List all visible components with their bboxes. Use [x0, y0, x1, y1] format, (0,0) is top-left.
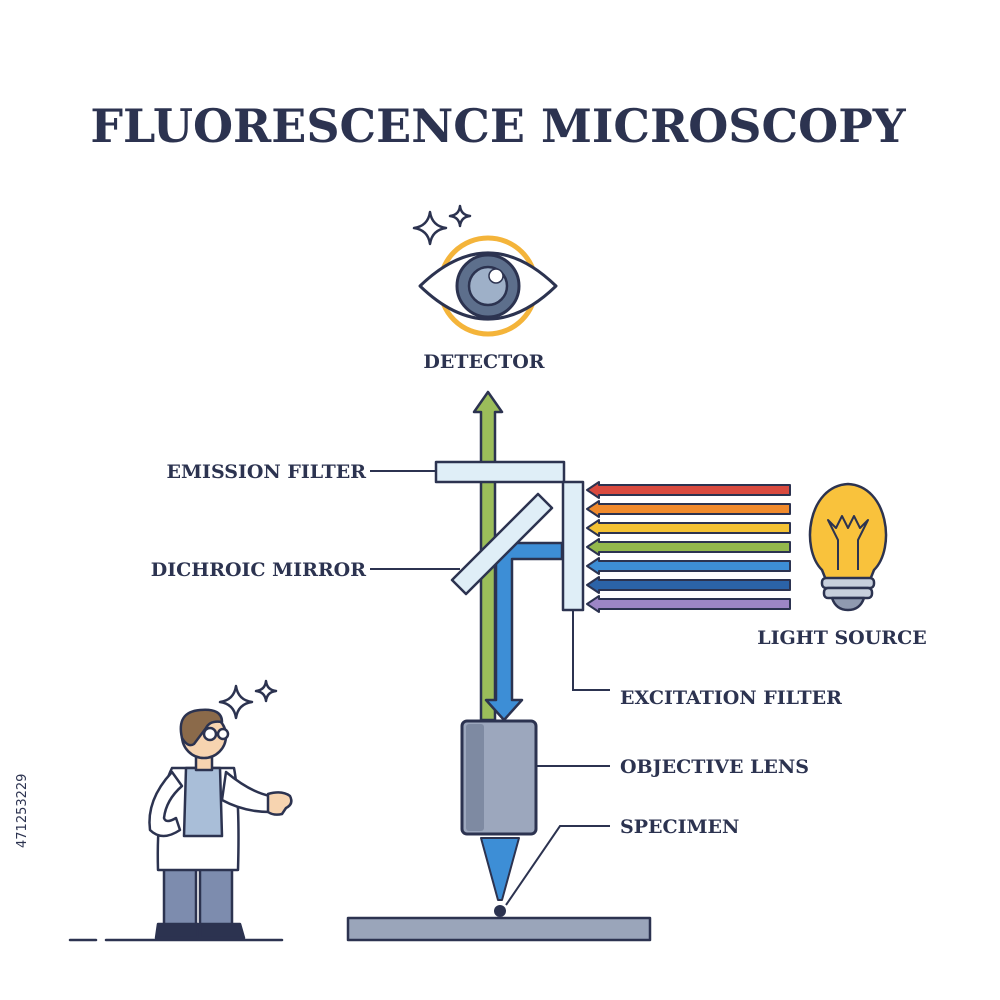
light-ray-0	[586, 481, 791, 499]
dichroic-mirror-label: DICHROIC MIRROR	[151, 559, 366, 581]
sparkle-icon	[218, 679, 278, 720]
sparkle-icon	[412, 204, 472, 246]
diagram-title: FLUORESCENCE MICROSCOPY	[90, 99, 906, 153]
light-spectrum-rays	[586, 481, 791, 613]
microscope-stage	[346, 916, 652, 942]
detector-label: DETECTOR	[423, 351, 544, 373]
objective-lens	[460, 719, 538, 901]
light-ray-4	[586, 557, 791, 575]
light-source-label: LIGHT SOURCE	[757, 627, 926, 649]
eye-icon	[418, 235, 558, 337]
light-ray-2	[586, 519, 791, 537]
scientist-figure	[148, 708, 293, 940]
light-ray-6	[586, 595, 791, 613]
emission-filter	[434, 460, 566, 484]
objective-lens-label: OBJECTIVE LENS	[620, 756, 809, 778]
specimen	[494, 905, 506, 917]
light-ray-1	[586, 500, 791, 518]
light-bulb-icon	[808, 482, 888, 612]
specimen-label: SPECIMEN	[620, 816, 739, 838]
leader-lines	[370, 470, 610, 906]
dichroic-mirror	[450, 492, 554, 596]
excitation-filter	[561, 480, 585, 612]
emission-filter-label: EMISSION FILTER	[167, 461, 367, 483]
light-ray-3	[586, 538, 791, 556]
excitation-filter-label: EXCITATION FILTER	[620, 687, 842, 709]
light-ray-5	[586, 576, 791, 594]
stock-id: 471253229	[15, 774, 30, 848]
excitation-light-beam	[484, 541, 564, 722]
